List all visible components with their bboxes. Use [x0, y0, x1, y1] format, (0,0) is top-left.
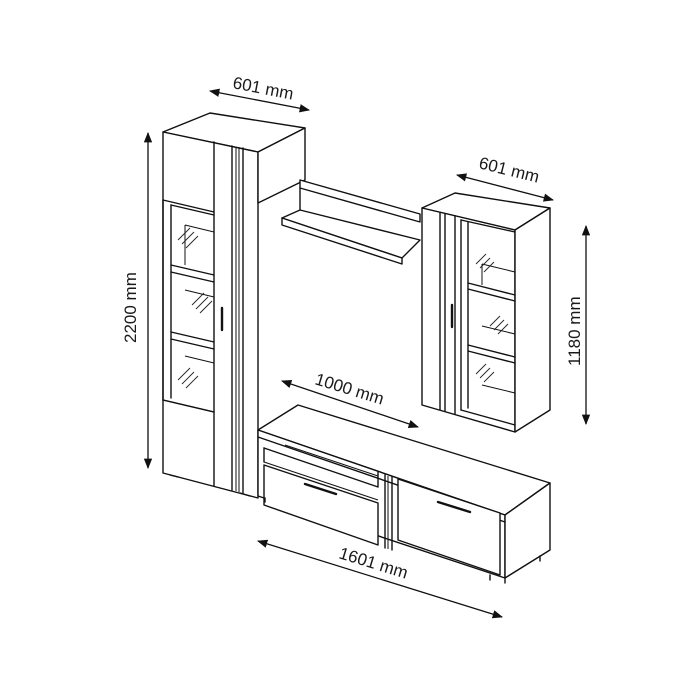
glass-reflection-marks	[177, 227, 213, 389]
label-wall-depth: 601 mm	[477, 153, 541, 186]
glass-reflection-marks-right	[475, 253, 509, 383]
label-tv-depth: 1000 mm	[313, 370, 386, 409]
arrow-tall-depth	[208, 88, 311, 113]
label-wall-height: 1180 mm	[565, 296, 584, 366]
tall-glass-cabinet	[162, 112, 306, 499]
wall-shelf	[281, 179, 421, 265]
label-tall-height: 2200 mm	[121, 272, 140, 343]
drawer-handle-left	[303, 482, 338, 496]
arrow-tv-width	[257, 539, 503, 619]
label-tall-depth: 601 mm	[231, 73, 295, 103]
dimension-lines	[143, 88, 591, 619]
tv-unit	[257, 404, 551, 584]
arrow-wall-depth	[455, 173, 555, 202]
drawer-handle-right	[436, 500, 472, 514]
arrow-tv-depth	[281, 380, 419, 428]
wall-glass-cabinet	[421, 192, 551, 433]
